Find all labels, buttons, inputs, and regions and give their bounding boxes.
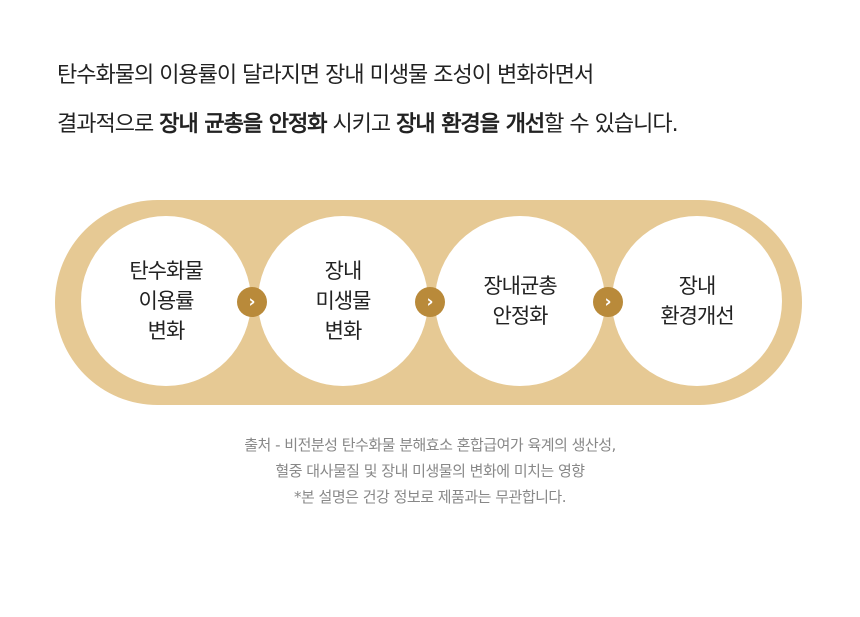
step-text: 이용률 (138, 289, 195, 313)
step-text: 장내 (324, 259, 363, 283)
chevron-right-icon: › (237, 287, 267, 317)
heading-line-2: 결과적으로 장내 균총을 안정화 시키고 장내 환경을 개선할 수 있습니다. (57, 106, 679, 138)
step-text: 장내 (678, 274, 717, 298)
heading-emphasis: 장내 균총을 안정화 (159, 112, 327, 137)
source-line: 출처 - 비전분성 탄수화물 분해효소 혼합급여가 육계의 생산성, (244, 436, 616, 454)
heading-text: 할 수 있습니다. (544, 112, 678, 137)
step-text: 장내균총 (483, 274, 557, 298)
step-text: 미생물 (315, 289, 372, 313)
chevron-right-icon: › (593, 287, 623, 317)
step-text: 안정화 (492, 304, 549, 328)
heading-emphasis: 장내 환경을 개선 (396, 112, 545, 137)
source-line: 혈중 대사물질 및 장내 미생물의 변화에 미치는 영향 (275, 462, 585, 480)
source-note: 출처 - 비전분성 탄수화물 분해효소 혼합급여가 육계의 생산성, 혈중 대사… (0, 432, 860, 510)
heading-text: 시키고 (326, 112, 397, 137)
heading-text: 결과적으로 (57, 112, 160, 137)
step-text: 변화 (324, 319, 363, 343)
step-text: 변화 (147, 319, 186, 343)
heading-line-1: 탄수화물의 이용률이 달라지면 장내 미생물 조성이 변화하면서 (57, 63, 594, 88)
step-text: 탄수화물 (129, 259, 203, 283)
disclaimer: *본 설명은 건강 정보로 제품과는 무관합니다. (293, 488, 567, 506)
chevron-right-icon: › (415, 287, 445, 317)
step-text: 환경개선 (660, 304, 734, 328)
